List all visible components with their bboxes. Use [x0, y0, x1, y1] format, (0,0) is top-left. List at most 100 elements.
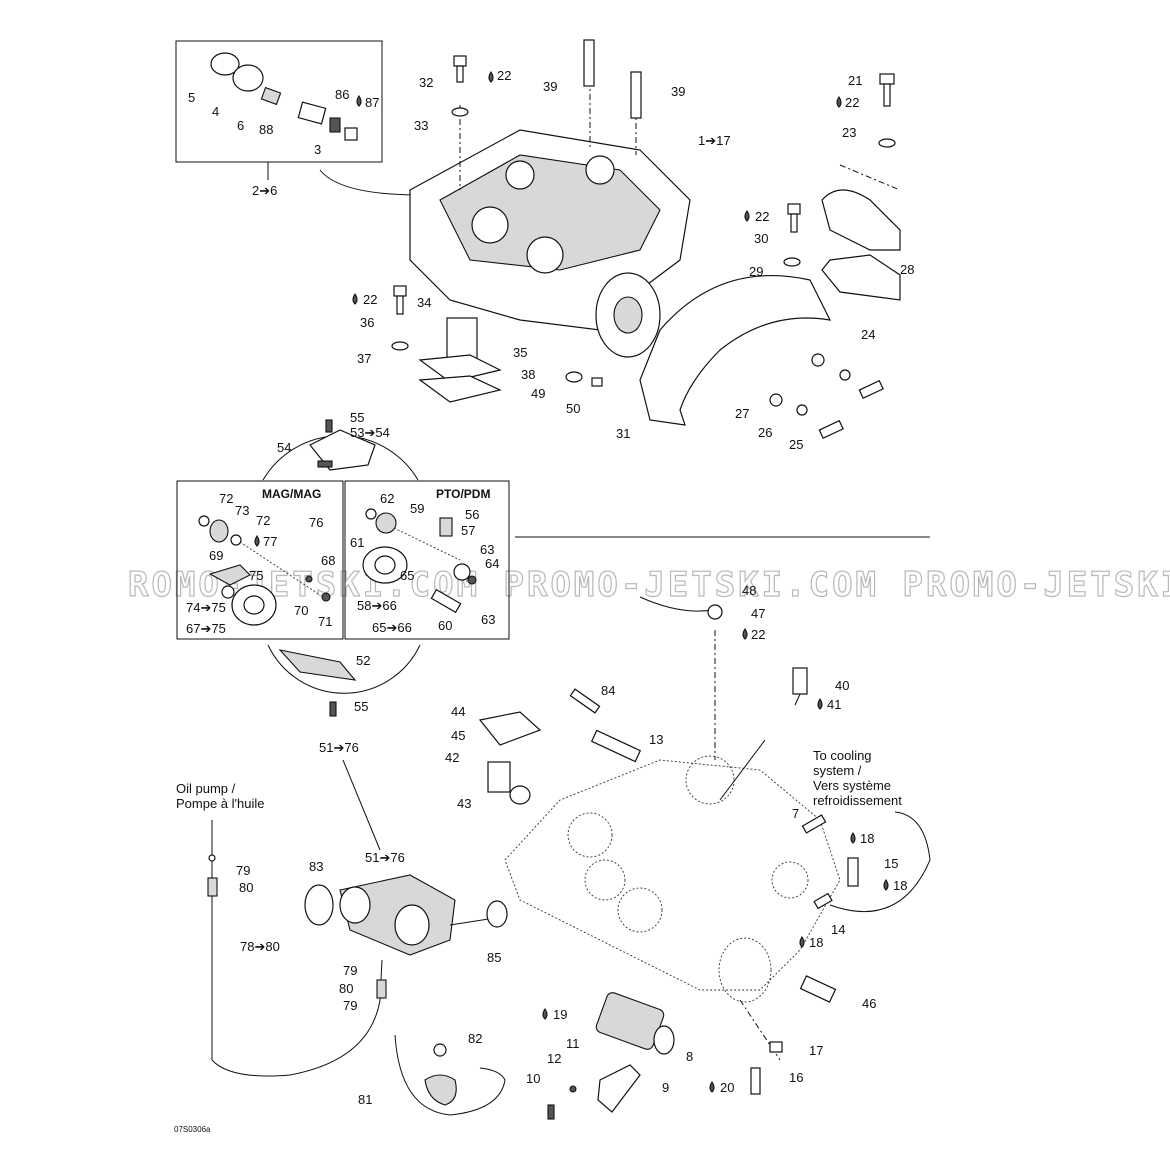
section-title-mag: MAG/MAG [262, 487, 321, 501]
callout-label: 65 [400, 568, 414, 583]
callout-label: 30 [754, 231, 768, 246]
callout-label: 88 [259, 122, 273, 137]
spark-plugs [583, 39, 642, 119]
callout-label: 79 [343, 963, 357, 978]
callout-label: 23 [842, 125, 856, 140]
callout-label: 22 [497, 68, 511, 83]
drop-icon [799, 936, 805, 948]
section-title-pto: PTO/PDM [436, 487, 490, 501]
inset-arrow [319, 169, 421, 196]
drop-icon [850, 832, 856, 844]
callout-label: 54 [277, 440, 291, 455]
callout-label: 37 [357, 351, 371, 366]
callout-label: 39 [543, 79, 557, 94]
callout-label: 6 [237, 118, 244, 133]
drop-icon [542, 1008, 548, 1020]
callout-label: 77 [263, 534, 277, 549]
callout-label: 58➔66 [357, 598, 397, 613]
o-ring-part [210, 52, 240, 76]
callout-label: 79 [236, 863, 250, 878]
callout-label: 36 [360, 315, 374, 330]
callout-label: 19 [553, 1007, 567, 1022]
lubricant-drop-icons [254, 71, 889, 1093]
throttle-cables [207, 820, 506, 1116]
callout-label: 27 [735, 406, 749, 421]
callout-label: 70 [294, 603, 308, 618]
drop-icon [742, 628, 748, 640]
callout-label: 71 [318, 614, 332, 629]
note-line: To cooling [813, 748, 872, 763]
callout-label: 42 [445, 750, 459, 765]
callout-label: 56 [465, 507, 479, 522]
note-line: system / [813, 763, 862, 778]
callout-label: 85 [487, 950, 501, 965]
callout-label: 22 [363, 292, 377, 307]
callout-label: 51➔76 [365, 850, 405, 865]
callout-label: 62 [380, 491, 394, 506]
callout-label: 74➔75 [186, 600, 226, 615]
engine-assembly-top [409, 80, 691, 358]
callout-label: 63 [480, 542, 494, 557]
callout-label: 18 [860, 831, 874, 846]
rave-valve-panel [176, 419, 930, 851]
callout-label: 55 [350, 410, 364, 425]
callout-label: 22 [845, 95, 859, 110]
callout-label: 17 [809, 1043, 823, 1058]
callout-label: 84 [601, 683, 615, 698]
callout-label: 3 [314, 142, 321, 157]
callout-label: 86 [335, 87, 349, 102]
callout-label: 18 [809, 935, 823, 950]
bolt-32 [451, 55, 469, 117]
callout-label: 4 [212, 104, 219, 119]
callout-label: 35 [513, 345, 527, 360]
throttle-body-51-76 [304, 874, 508, 956]
callout-label: 21 [848, 73, 862, 88]
housing-part [232, 64, 264, 92]
callout-label: 22 [751, 627, 765, 642]
starter-motor-8 [547, 992, 783, 1120]
callout-label: 61 [350, 535, 364, 550]
callout-label: 64 [485, 556, 499, 571]
callout-label: 9 [662, 1080, 669, 1095]
drop-icon [488, 71, 494, 83]
callout-label: 5 [188, 90, 195, 105]
callout-label: 87 [365, 95, 379, 110]
drop-icon [817, 698, 823, 710]
callout-label: 63 [481, 612, 495, 627]
callout-label: 16 [789, 1070, 803, 1085]
callout-label: 31 [616, 426, 630, 441]
drop-icon [883, 879, 889, 891]
callout-label: 51➔76 [319, 740, 359, 755]
seal-part [260, 86, 282, 106]
engine-mount-right [783, 73, 901, 301]
callout-label: 18 [893, 878, 907, 893]
callout-label: 60 [438, 618, 452, 633]
callout-label: 1➔17 [698, 133, 731, 148]
callout-labels: 5 4 6 88 86 87 3 2➔6 32 22 33 39 39 1➔17… [186, 68, 914, 1107]
engine-assembly-bottom [504, 630, 841, 1061]
callout-label: 65➔66 [372, 620, 412, 635]
callout-label: 11 [566, 1036, 580, 1051]
callout-label: 50 [566, 401, 580, 416]
callout-label: 41 [827, 697, 841, 712]
callout-label: 79 [343, 998, 357, 1013]
heat-shield-31 [639, 274, 884, 439]
callout-label: 39 [671, 84, 685, 99]
callout-label: 59 [410, 501, 424, 516]
callout-label: 10 [526, 1071, 540, 1086]
callout-label: 80 [239, 880, 253, 895]
callout-label: 75 [249, 568, 263, 583]
callout-label: 43 [457, 796, 471, 811]
callout-label: 46 [862, 996, 876, 1011]
callout-label: 29 [749, 264, 763, 279]
note-line: Vers système [813, 778, 891, 793]
callout-label: 44 [451, 704, 465, 719]
oil-pump-note: Oil pump / Pompe à l'huile [176, 781, 264, 811]
callout-label: 73 [235, 503, 249, 518]
callout-label: 49 [531, 386, 545, 401]
callout-label: 34 [417, 295, 431, 310]
callout-label: 57 [461, 523, 475, 538]
note-line: refroidissement [813, 793, 902, 808]
callout-label: 32 [419, 75, 433, 90]
inset-box-parts-2-6 [175, 40, 421, 196]
